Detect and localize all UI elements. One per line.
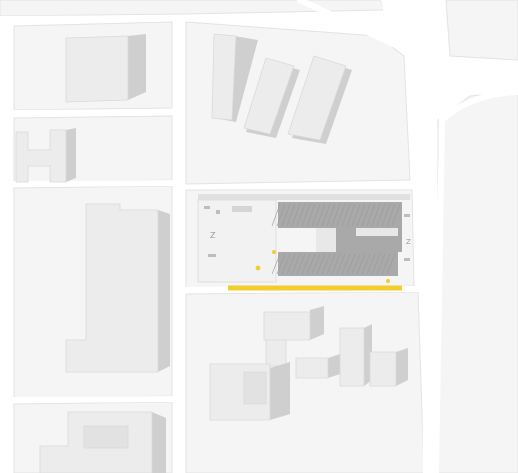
building-south-connector	[265, 339, 287, 367]
project-roof-hatch	[271, 203, 401, 275]
roof-hatch-line	[311, 253, 321, 275]
roof-hatch-line	[306, 253, 316, 275]
roof-hatch-line	[351, 253, 361, 275]
site-marker-1	[255, 265, 261, 271]
roof-hatch-line	[281, 253, 291, 275]
project-roof-courtyard	[316, 228, 336, 252]
roof-hatch-line	[356, 253, 366, 275]
roof-hatch-line	[286, 203, 296, 227]
roof-hatch-line	[381, 203, 391, 227]
building-south-tall	[263, 306, 324, 341]
building-south-bridge	[295, 354, 340, 379]
roof-hatch-line	[336, 253, 346, 275]
roof-hatch-line	[276, 253, 286, 275]
building-h-shape	[15, 128, 76, 183]
block-east-lower	[437, 91, 518, 473]
project-paving	[197, 199, 277, 283]
road-north-arterial	[0, 14, 518, 85]
roof-hatch-line	[361, 253, 371, 275]
roof-hatch-line	[296, 203, 306, 227]
site-fixtures	[204, 206, 410, 261]
building-north-slab-1	[211, 33, 258, 122]
block-west-upper	[13, 115, 173, 183]
building-west-tower	[65, 203, 170, 373]
roof-hatch-line	[321, 203, 331, 227]
roof-hatch-line	[271, 203, 281, 227]
project-site-frame	[198, 194, 410, 200]
roof-hatch-line	[276, 203, 286, 227]
roof-hatch-line	[336, 203, 346, 227]
building-south-east-tower	[339, 324, 372, 387]
roof-hatch-line	[311, 203, 321, 227]
roof-hatch-line	[341, 253, 351, 275]
road-west-cross-2	[11, 180, 183, 187]
roof-hatch-line	[316, 203, 326, 227]
block-northeast-corner	[0, 0, 385, 17]
roof-hatch-line	[291, 253, 301, 275]
building-south-east-small	[369, 348, 408, 387]
building-southwest-complex	[39, 411, 166, 473]
roof-hatch-line	[306, 203, 316, 227]
building-north-slab-2	[243, 57, 300, 138]
roof-hatch-line	[361, 203, 371, 227]
roof-hatch-line	[371, 203, 381, 227]
roof-hatch-line	[386, 253, 396, 275]
road-west-vertical	[176, 15, 183, 473]
roof-hatch-line	[326, 203, 336, 227]
roof-hatch-line	[331, 253, 341, 275]
roof-hatch-line	[346, 203, 356, 227]
roof-hatch-line	[341, 203, 351, 227]
roof-hatch-line	[271, 253, 281, 275]
roof-hatch-line	[281, 203, 291, 227]
roof-hatch-line	[331, 203, 341, 227]
building-northwest-block	[65, 34, 146, 103]
site-marker-3	[386, 279, 390, 283]
roof-hatch-line	[386, 203, 396, 227]
roof-hatch-line	[326, 253, 336, 275]
site-mark-label-b: Z	[406, 238, 411, 246]
roof-hatch-line	[321, 253, 331, 275]
road-east-vertical	[421, 37, 429, 473]
road-north-right	[381, 0, 407, 53]
building-south-low	[209, 362, 290, 421]
roof-hatch-line	[296, 253, 306, 275]
road-west-cross-3	[11, 396, 183, 403]
project-roof-courtyard-2	[356, 228, 398, 236]
roof-hatch-line	[366, 253, 376, 275]
buildings	[15, 33, 408, 473]
road-west-cross-1	[11, 109, 183, 116]
roof-hatch-line	[351, 203, 361, 227]
roof-hatch-line	[381, 253, 391, 275]
highlighted-project: Z Z	[197, 194, 411, 291]
roof-hatch-line	[376, 203, 386, 227]
roof-hatch-line	[316, 253, 326, 275]
roof-hatch-line	[356, 203, 366, 227]
roof-hatch-line	[376, 253, 386, 275]
block-east-upper	[445, 0, 518, 61]
roof-hatch-line	[286, 253, 296, 275]
roof-hatch-line	[346, 253, 356, 275]
roof-hatch-line	[301, 253, 311, 275]
site-mark-label-a: Z	[210, 231, 216, 240]
building-north-slab-3	[287, 55, 352, 144]
roof-hatch-line	[371, 253, 381, 275]
roof-hatch-line	[391, 203, 401, 227]
site-marker-2	[272, 250, 276, 254]
roof-hatch-line	[366, 203, 376, 227]
roof-hatch-line	[301, 203, 311, 227]
roof-hatch-line	[291, 203, 301, 227]
road-east-curve	[433, 89, 518, 473]
